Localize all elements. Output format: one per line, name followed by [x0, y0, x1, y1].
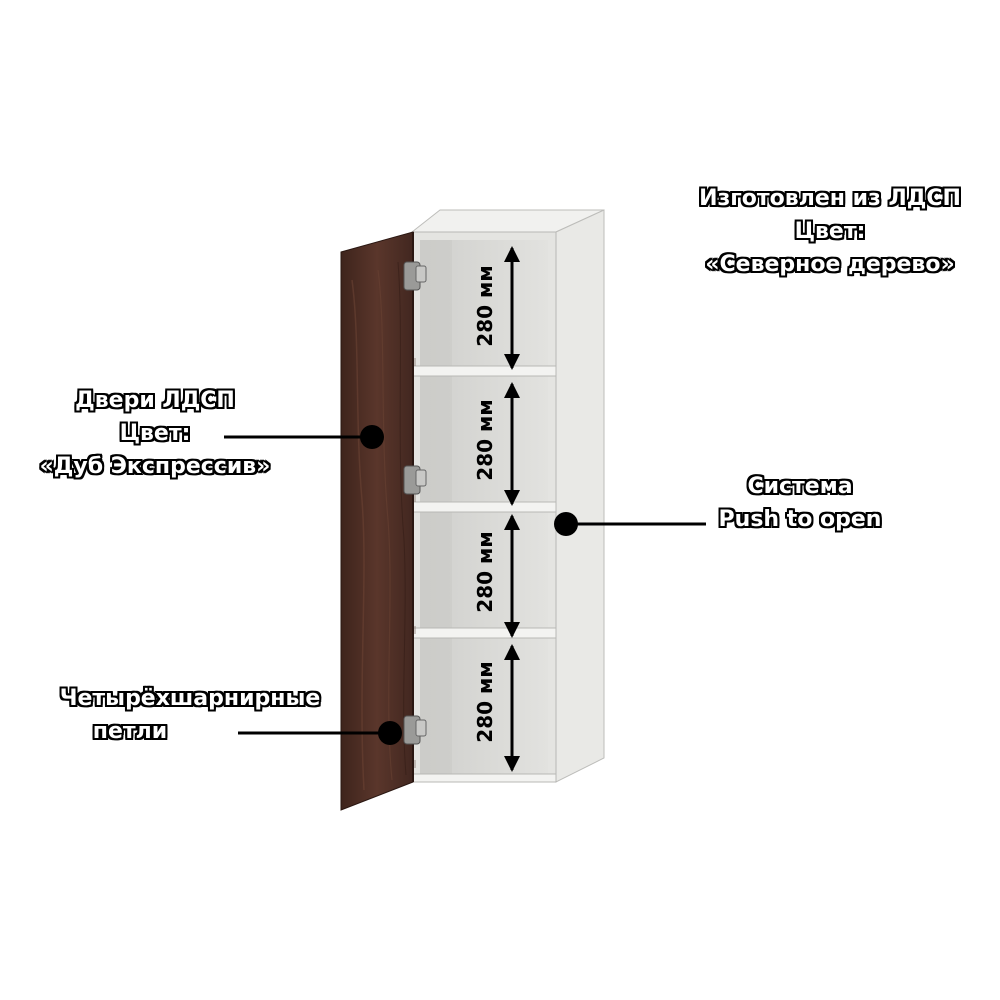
dimension-arrow — [504, 514, 520, 638]
callout-doors: Двери ЛДСП Цвет: «Дуб Экспрессив» — [20, 384, 290, 483]
callout-material-line3: «Северное дерево» — [705, 252, 955, 277]
callout-system-line2: Push to open — [718, 507, 882, 532]
dimension-label-shelf4: 280 мм — [473, 661, 497, 742]
callout-hinges-line2: петли — [92, 719, 168, 744]
callout-system-line1: Система — [747, 474, 853, 499]
cabinet-bottom — [411, 773, 557, 783]
leader-dot-hinges — [378, 721, 402, 745]
dimension-arrow — [504, 246, 520, 370]
hinge-icon — [403, 715, 427, 745]
callout-material: Изготовлен из ЛДСП Цвет: «Северное дерев… — [690, 182, 970, 281]
callout-doors-line3: «Дуб Экспрессив» — [39, 454, 271, 479]
leader-dot-doors — [360, 425, 384, 449]
callout-material-line1: Изготовлен из ЛДСП — [699, 186, 961, 211]
dimension-arrow — [504, 644, 520, 772]
shelf — [411, 501, 557, 513]
dimension-label-shelf2: 280 мм — [473, 399, 497, 480]
callout-hinges-line1: Четырёхшарнирные — [59, 686, 321, 711]
callout-hinges: Четырёхшарнирные петли — [40, 682, 340, 748]
callout-doors-line1: Двери ЛДСП — [75, 388, 235, 413]
hinge-icon — [403, 465, 427, 495]
callout-system: Система Push to open — [700, 470, 900, 536]
dimension-arrow — [504, 382, 520, 506]
shelf — [411, 627, 557, 639]
shelf — [411, 365, 557, 377]
cabinet-side — [555, 209, 605, 783]
dimension-label-shelf1: 280 мм — [473, 265, 497, 346]
leader-dot-system — [554, 512, 578, 536]
callout-doors-line2: Цвет: — [119, 421, 191, 446]
hinge-icon — [403, 261, 427, 291]
dimension-label-shelf3: 280 мм — [473, 531, 497, 612]
callout-material-line2: Цвет: — [794, 219, 866, 244]
